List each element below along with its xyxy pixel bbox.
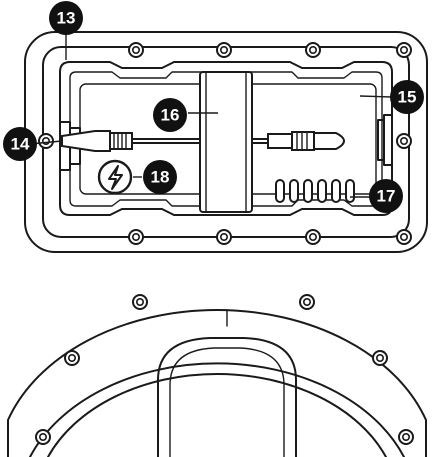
vent-slot	[289, 179, 299, 203]
bottom-screws	[35, 294, 414, 445]
strap-outer	[199, 71, 253, 213]
vent-slot	[317, 179, 327, 203]
screw-icon	[216, 229, 232, 245]
screw-icon	[132, 294, 148, 310]
cable	[131, 138, 206, 144]
tray-right-tab	[383, 114, 393, 166]
round-housing-inner	[47, 373, 387, 457]
vent-slot	[303, 179, 313, 203]
callout-14: 14	[3, 127, 37, 161]
lightning-bolt-icon	[97, 159, 133, 195]
right-connector-grip	[291, 131, 315, 151]
cable-assembly	[61, 130, 345, 152]
screw-icon	[396, 133, 412, 149]
top-screws	[38, 42, 412, 245]
screw-icon	[396, 229, 412, 245]
lid-recess	[157, 337, 297, 457]
screw-icon	[398, 429, 414, 445]
screw-icon	[305, 229, 321, 245]
callout-16-label: 16	[161, 106, 180, 125]
screw-icon	[305, 42, 321, 58]
bottom-housing	[7, 309, 427, 457]
screw-icon	[128, 42, 144, 58]
callout-16: 16	[153, 98, 187, 132]
round-housing-outer	[7, 309, 427, 457]
screw-icon	[128, 229, 144, 245]
tray-outline	[59, 61, 393, 216]
callout-14-label: 14	[11, 135, 30, 154]
right-connector	[267, 133, 293, 149]
callout-18: 18	[143, 160, 177, 194]
callout-15: 15	[390, 80, 424, 114]
left-plug	[61, 130, 111, 152]
tray-right-slot	[377, 119, 385, 161]
screw-icon	[38, 133, 54, 149]
right-connector-tip	[313, 132, 345, 150]
leader-15	[359, 95, 393, 98]
retaining-strap	[199, 71, 253, 213]
callout-13-label: 13	[57, 9, 76, 28]
screw-icon	[372, 350, 388, 366]
callout-17: 17	[369, 179, 403, 213]
vent-slot	[331, 179, 341, 203]
vent-slots	[275, 179, 355, 203]
vent-slot	[275, 179, 285, 203]
vent-slot	[345, 179, 355, 203]
callout-17-label: 17	[377, 187, 396, 206]
callout-18-label: 18	[151, 168, 170, 187]
screw-icon	[299, 294, 315, 310]
lid-recess-inner	[169, 347, 285, 457]
screw-icon	[64, 350, 80, 366]
callout-15-label: 15	[398, 88, 417, 107]
screw-icon	[216, 42, 232, 58]
callout-13: 13	[49, 1, 83, 35]
screw-icon	[396, 42, 412, 58]
round-housing-ring	[29, 362, 405, 457]
screw-icon	[35, 429, 51, 445]
